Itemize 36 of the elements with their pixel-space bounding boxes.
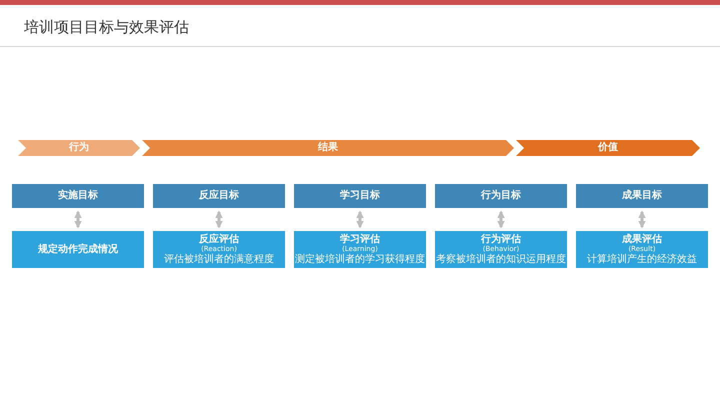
double-arrow — [638, 210, 646, 228]
evaluation-box — [294, 231, 426, 268]
goal-box — [153, 184, 285, 208]
goal-box — [435, 184, 567, 208]
chevron-band — [18, 140, 140, 156]
double-arrow — [215, 210, 223, 228]
page-title: 培训项目目标与效果评估 — [24, 18, 189, 37]
box-description: 规定动作完成情况 — [38, 244, 118, 256]
box-heading: 成果评估 — [622, 234, 662, 246]
evaluation-box — [153, 231, 285, 268]
box-heading: 行为目标 — [481, 190, 521, 202]
chevron-band — [516, 140, 700, 156]
box-heading: 成果目标 — [622, 190, 662, 202]
box-description: 考察被培训者的知识运用程度 — [436, 254, 566, 266]
goal-box — [294, 184, 426, 208]
box-heading: 学习目标 — [340, 190, 380, 202]
box-heading: 学习评估 — [340, 234, 380, 246]
band-label: 行为 — [69, 142, 89, 154]
double-arrow — [74, 210, 82, 228]
box-description: 测定被培训者的学习获得程度 — [295, 254, 425, 266]
box-heading: 反应目标 — [199, 190, 239, 202]
evaluation-box — [435, 231, 567, 268]
box-description: 计算培训产生的经济效益 — [587, 254, 697, 266]
evaluation-box — [576, 231, 708, 268]
double-arrow — [497, 210, 505, 228]
band-label: 结果 — [318, 142, 338, 154]
evaluation-box — [12, 231, 144, 268]
box-description: 评估被培训者的满意程度 — [164, 254, 274, 266]
box-heading: 反应评估 — [199, 234, 239, 246]
box-heading: 行为评估 — [481, 234, 521, 246]
band-label: 价值 — [598, 142, 618, 154]
chevron-band — [142, 140, 514, 156]
double-arrow — [356, 210, 364, 228]
box-heading: 实施目标 — [58, 190, 98, 202]
goal-box — [576, 184, 708, 208]
goal-box — [12, 184, 144, 208]
